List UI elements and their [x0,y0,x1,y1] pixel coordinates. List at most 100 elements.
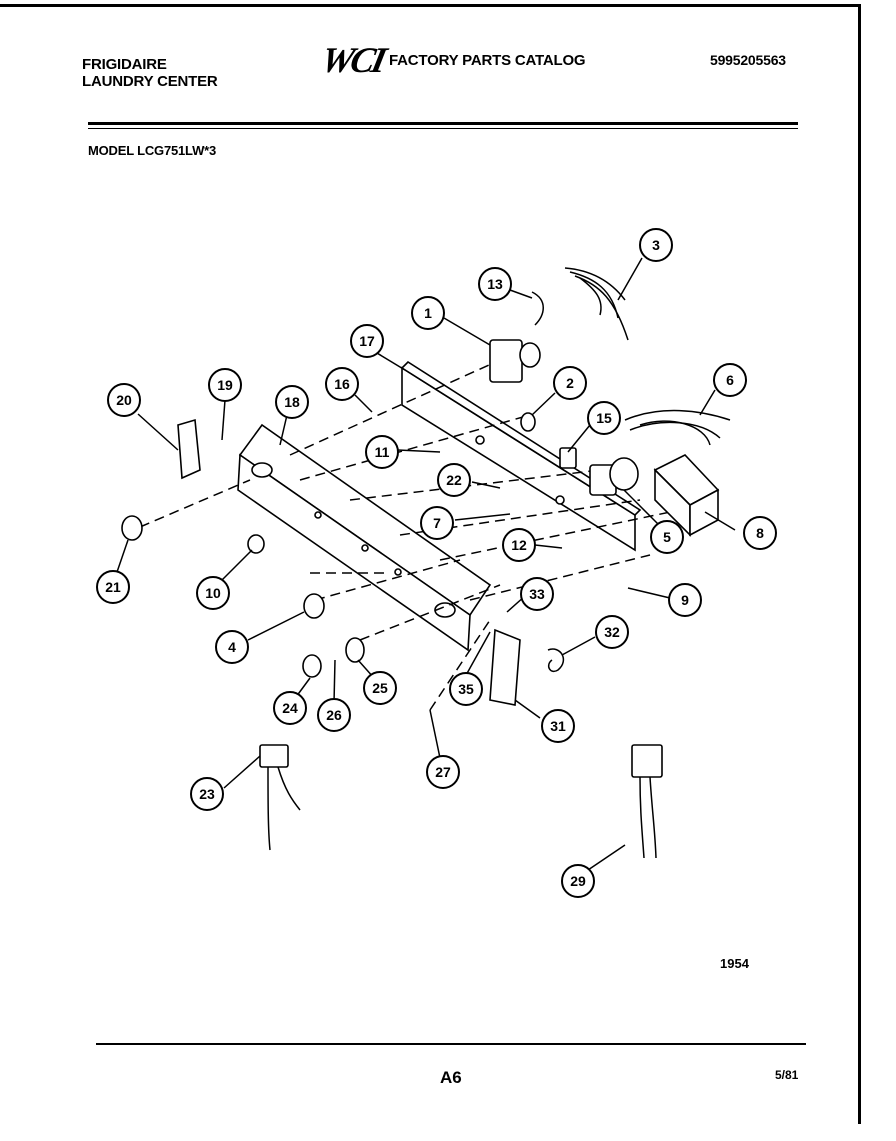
callout-26-label: 26 [326,707,342,723]
brand-name: FRIGIDAIRE [82,56,167,73]
catalog-date: 5/81 [775,1068,799,1082]
callout-18-label: 18 [284,394,300,410]
callout-13: 13 [478,267,512,301]
part-15-connector [559,447,577,469]
leader-lines [115,257,736,871]
page-number: A6 [440,1068,462,1087]
callout-15-label: 15 [596,410,612,426]
callout-27-label: 27 [435,764,451,780]
callout-5-label: 5 [663,529,671,545]
part-29-harness [631,744,663,859]
part-10-plug [247,534,265,554]
callout-23: 23 [190,777,224,811]
console-panel [237,423,492,652]
callout-12: 12 [502,528,536,562]
callout-31: 31 [541,709,575,743]
part-20-bracket [177,418,201,480]
callout-24-label: 24 [282,700,298,716]
callout-8: 8 [743,516,777,550]
callout-18: 18 [275,385,309,419]
part-23-harness [259,744,301,851]
callout-6-label: 6 [726,372,734,388]
callout-17: 17 [350,324,384,358]
top-border-rule [0,4,860,7]
callout-32: 32 [595,615,629,649]
callout-3: 3 [639,228,673,262]
callout-16-label: 16 [334,376,350,392]
callout-33-label: 33 [529,586,545,602]
callout-19-label: 19 [217,377,233,393]
part-2-grommet [520,412,536,432]
callout-21-label: 21 [105,579,121,595]
model-number: MODEL LCG751LW*3 [88,143,217,158]
callout-2-label: 2 [566,375,574,391]
callout-2: 2 [553,366,587,400]
part-21-knob [121,515,143,541]
callout-31-label: 31 [550,718,566,734]
callout-25: 25 [363,671,397,705]
part-5-switch [589,457,639,496]
callout-23-label: 23 [199,786,215,802]
part-31-bracket [489,628,521,706]
callout-33: 33 [520,577,554,611]
right-border-rule [858,4,861,1124]
callout-12-label: 12 [511,537,527,553]
part-13-wire [531,291,544,326]
callout-25-label: 25 [372,680,388,696]
header-rule-thick [88,122,798,125]
callout-22: 22 [437,463,471,497]
callout-29-label: 29 [570,873,586,889]
part-3-harness [564,267,629,341]
callout-17-label: 17 [359,333,375,349]
part-4-knob [303,593,325,619]
callout-20-label: 20 [116,392,132,408]
callout-1: 1 [411,296,445,330]
callout-20: 20 [107,383,141,417]
part-24-knob [302,654,322,678]
figure-number: 1954 [720,956,749,971]
callout-9: 9 [668,583,702,617]
callout-15: 15 [587,401,621,435]
callout-11-label: 11 [375,444,390,460]
callout-29: 29 [561,864,595,898]
callout-22-label: 22 [446,472,462,488]
part-6-harness [624,409,731,446]
callout-3-label: 3 [652,237,660,253]
callout-35: 35 [449,672,483,706]
catalog-heading: WCI FACTORY PARTS CATALOG [318,40,586,80]
part-1-switch [489,339,541,383]
callout-26: 26 [317,698,351,732]
callout-10: 10 [196,576,230,610]
callout-6: 6 [713,363,747,397]
callout-9-label: 9 [681,592,689,608]
footer-rule [96,1043,806,1045]
callout-21: 21 [96,570,130,604]
rear-bracket [400,360,642,552]
product-line: LAUNDRY CENTER [82,73,218,90]
callout-4: 4 [215,630,249,664]
callout-7-label: 7 [433,515,441,531]
header-rule-thin [88,128,798,129]
callout-27: 27 [426,755,460,789]
part-32-clip [547,648,565,672]
part-8-box [653,454,720,537]
callout-16: 16 [325,367,359,401]
callout-32-label: 32 [604,624,620,640]
callout-10-label: 10 [205,585,221,601]
brand-block: FRIGIDAIRE LAUNDRY CENTER [82,56,218,90]
callout-8-label: 8 [756,525,764,541]
callout-35-label: 35 [458,681,474,697]
document-number: 5995205563 [710,52,786,68]
callout-4-label: 4 [228,639,236,655]
catalog-title: FACTORY PARTS CATALOG [389,51,586,69]
part-25-washer [345,637,365,663]
callout-13-label: 13 [487,276,503,292]
callout-11: 11 [365,435,399,469]
callout-7: 7 [420,506,454,540]
callout-24: 24 [273,691,307,725]
callout-1-label: 1 [424,305,432,321]
callout-5: 5 [650,520,684,554]
callout-19: 19 [208,368,242,402]
